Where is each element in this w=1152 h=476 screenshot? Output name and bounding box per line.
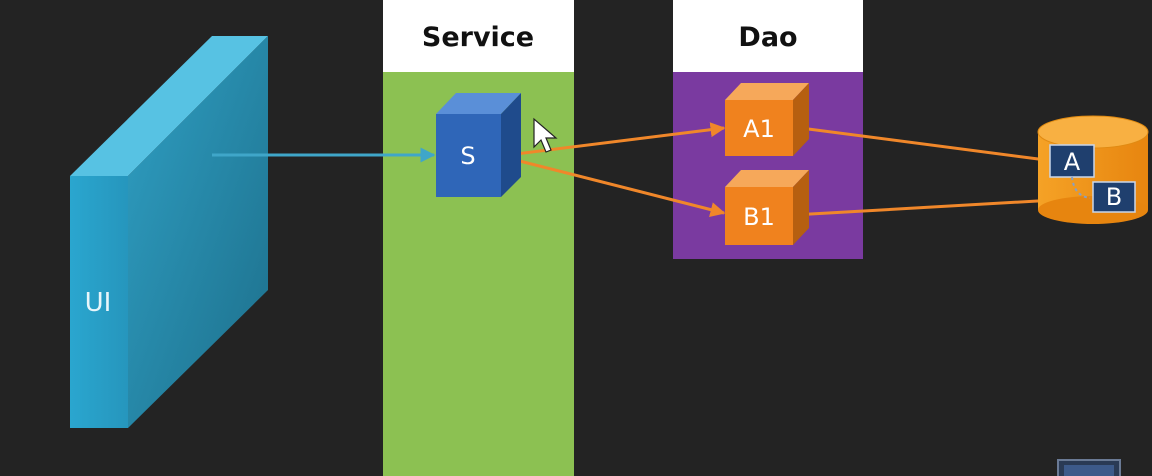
service-header: Service xyxy=(422,22,534,53)
dao-box-b1-label: B1 xyxy=(743,203,775,231)
db-table-b: B xyxy=(1092,181,1136,213)
ui-panel-front xyxy=(70,176,128,428)
service-box: S xyxy=(436,93,521,197)
service-box-front xyxy=(436,114,501,197)
dao-header: Dao xyxy=(738,22,797,53)
dao-box-b1: B1 xyxy=(725,170,809,245)
service-box-label: S xyxy=(460,142,475,170)
service-header-bg xyxy=(383,0,574,72)
dao-box-a1-top xyxy=(725,83,809,100)
service-column: Service xyxy=(383,0,574,476)
dao-box-b1-front xyxy=(725,187,793,245)
db-table-a-label: A xyxy=(1064,148,1081,176)
db-table-b-box xyxy=(1092,181,1136,213)
dao-column: Dao xyxy=(673,0,863,259)
service-box-top xyxy=(436,93,521,114)
ui-panel-top xyxy=(70,36,268,176)
connections xyxy=(212,122,1091,217)
service-box-side xyxy=(501,93,521,197)
ui-panel: UI xyxy=(70,36,268,428)
mouse-cursor-icon xyxy=(533,117,558,153)
dao-box-a1-front xyxy=(725,100,793,156)
dao-box-b1-side xyxy=(793,170,809,245)
dao-box-a1-label: A1 xyxy=(743,115,775,143)
screen-thumbnail-icon xyxy=(1057,459,1121,476)
ui-label: UI xyxy=(85,288,112,318)
line-a1-to-db xyxy=(792,125,1047,162)
database-top xyxy=(1037,115,1149,149)
ui-panel-side xyxy=(128,36,268,428)
db-table-b-label: B xyxy=(1106,183,1122,211)
dao-box-a1-side xyxy=(793,83,809,156)
db-table-a: A xyxy=(1049,144,1095,178)
db-table-a-box xyxy=(1049,144,1095,178)
database-cylinder: A B xyxy=(1037,115,1149,224)
dao-header-bg xyxy=(673,0,863,72)
dao-box-a1: A1 xyxy=(725,83,809,156)
arrow-service-to-a1 xyxy=(499,122,726,158)
dao-box-b1-top xyxy=(725,170,809,187)
db-relation-a-to-b xyxy=(1071,176,1091,199)
arrow-service-to-b1 xyxy=(499,154,726,217)
